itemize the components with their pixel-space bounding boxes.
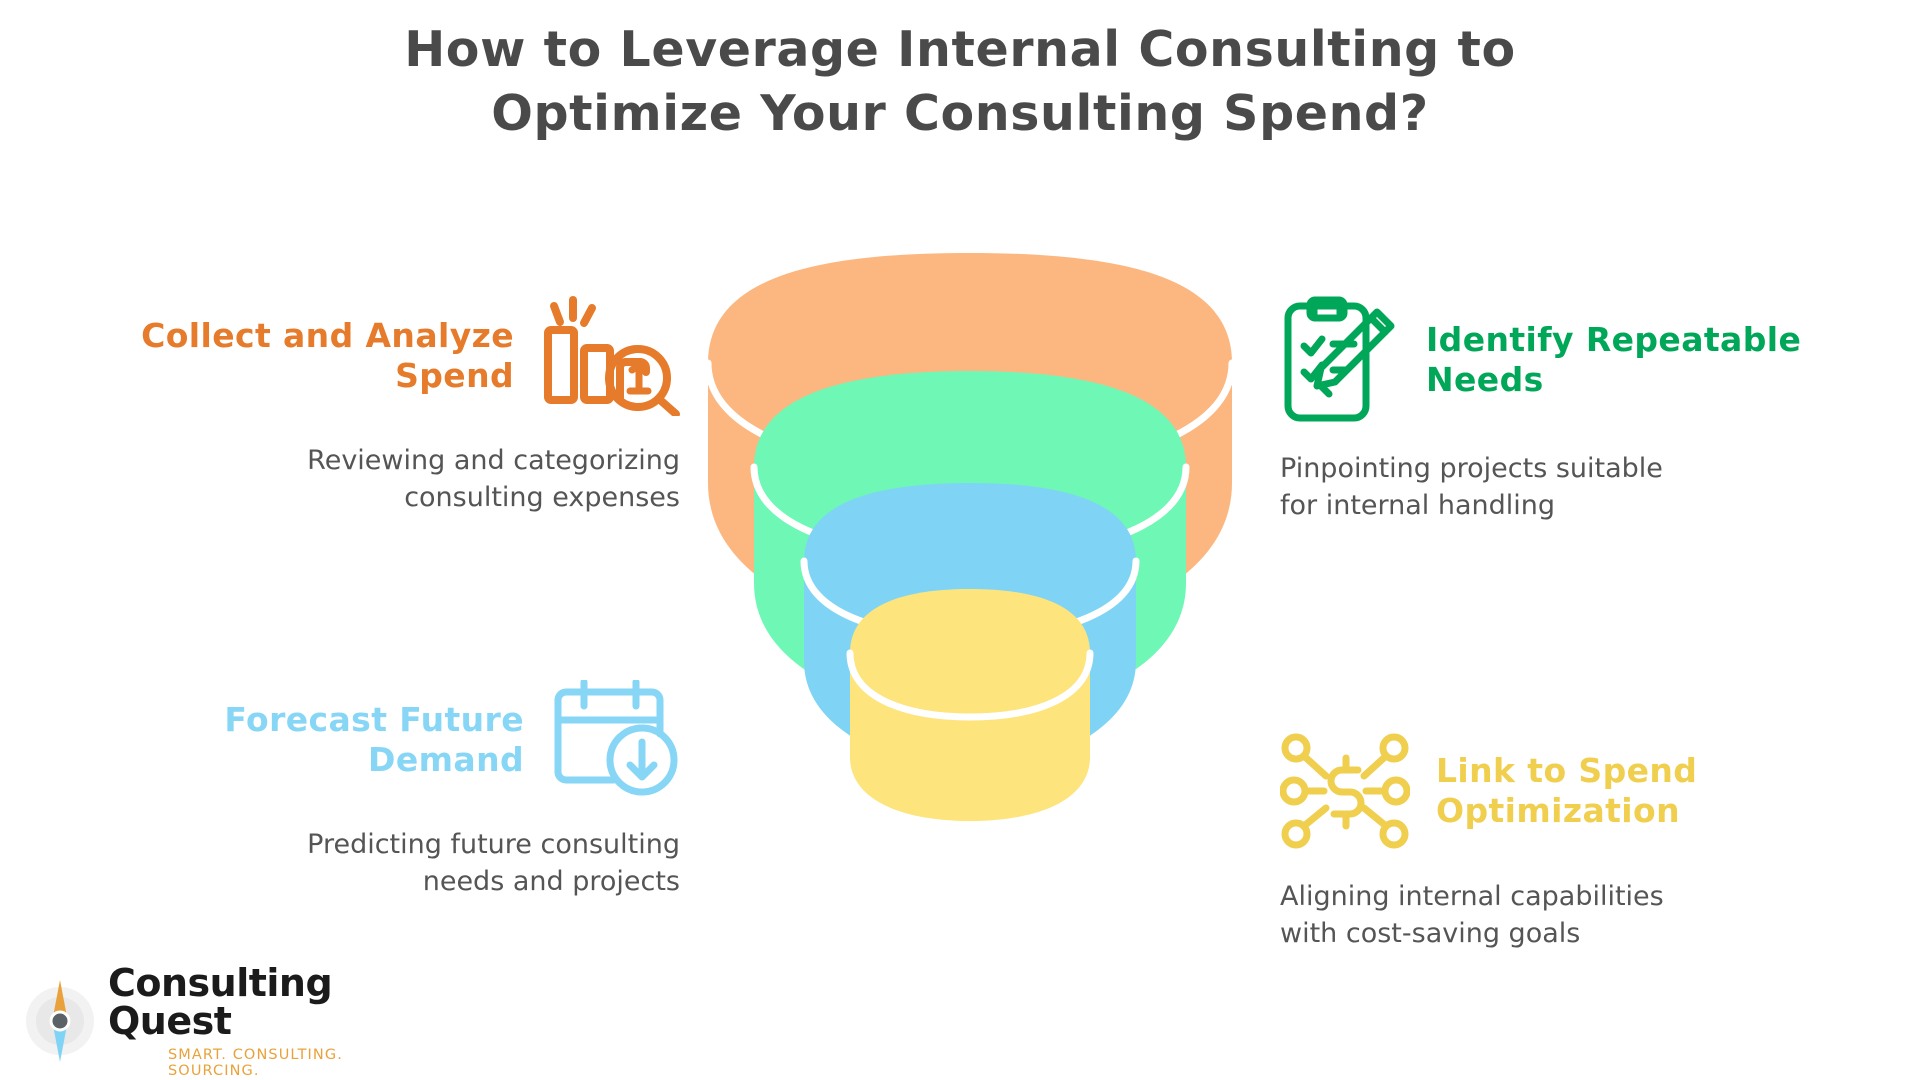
step-link-to-spend-optimization: Link to Spend Optimization Aligning inte… [1280,730,1900,953]
dollar-network-nodes-icon [1280,730,1410,852]
step-body-forecast-future-demand: Predicting future consulting needs and p… [307,829,680,898]
step-body-collect-and-analyze-spend: Reviewing and categorizing consulting ex… [307,445,680,514]
step-forecast-future-demand: Forecast Future Demand Predicting future… [40,680,680,901]
logo-company-name: Consulting Quest [108,960,333,1043]
funnel-segment-4 [846,589,1094,821]
step-heading-link-to-spend-optimization: Link to Spend Optimization [1436,750,1698,830]
step-identify-repeatable-needs: Identify Repeatable Needs Pinpointing pr… [1280,296,1890,525]
step-header-row: Forecast Future Demand [40,680,680,800]
step-collect-and-analyze-spend: Collect and Analyze Spend Reviewing and … [40,296,680,517]
step-heading-identify-repeatable-needs: Identify Repeatable Needs [1426,319,1802,399]
clipboard-pencil-checklist-icon [1280,296,1400,424]
step-header-row: Identify Repeatable Needs [1280,296,1890,424]
compass-needle-logo-icon [22,978,98,1064]
step-body-link-to-spend-optimization: Aligning internal capabilities with cost… [1280,881,1664,950]
logo-tagline: SMART. CONSULTING. SOURCING. [168,1046,343,1079]
page-title: How to Leverage Internal Consulting to O… [404,21,1516,142]
step-heading-forecast-future-demand: Forecast Future Demand [224,699,524,779]
step-header-row: Collect and Analyze Spend [40,296,680,416]
logo-text-block: Consulting Quest SMART. CONSULTING. SOUR… [108,964,422,1079]
step-body-identify-repeatable-needs: Pinpointing projects suitable for intern… [1280,453,1663,522]
calendar-download-arrow-icon [550,680,680,800]
step-header-row: Link to Spend Optimization [1280,730,1900,852]
consulting-spend-funnel [680,235,1260,1035]
consulting-quest-logo: Consulting Quest SMART. CONSULTING. SOUR… [22,964,422,1079]
bar-chart-magnifier-one-icon [540,296,680,416]
step-heading-collect-and-analyze-spend: Collect and Analyze Spend [141,315,514,395]
